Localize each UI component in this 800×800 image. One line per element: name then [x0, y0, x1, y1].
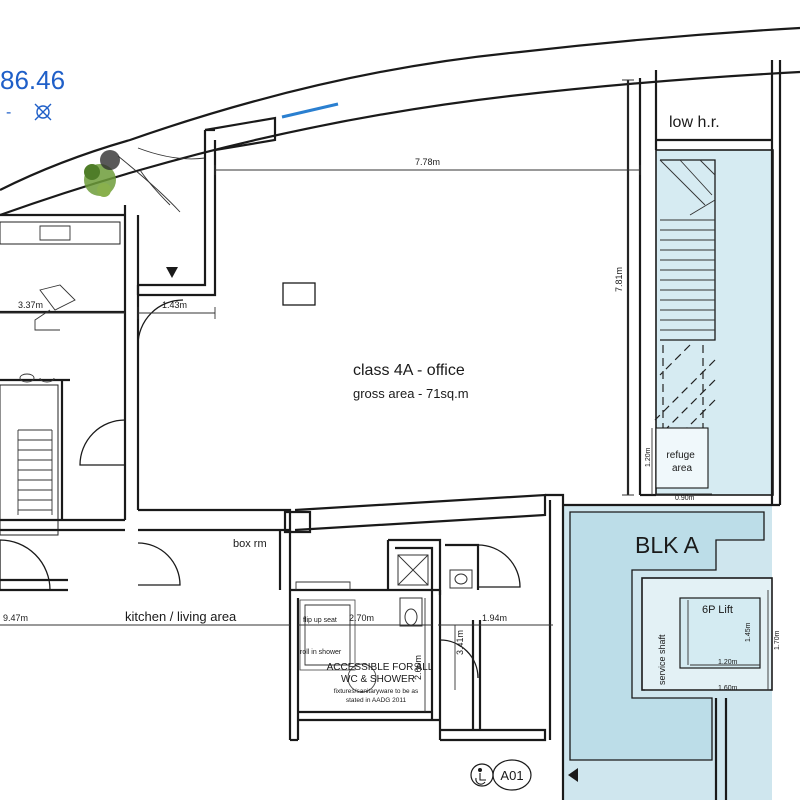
dim-office-depth: 7.81m	[614, 267, 624, 292]
dimension-lines	[0, 79, 770, 712]
dim-lift-inner-depth: 1.45m	[745, 622, 752, 642]
office-area: gross area - 71sq.m	[353, 386, 469, 401]
roll-in-shower-label: roll in shower	[300, 649, 342, 656]
dim-entry-width: 1.43m	[162, 300, 187, 310]
refuge-area-box	[655, 427, 709, 489]
low-headroom-label: low h.r.	[669, 114, 720, 131]
dimension-labels: 7.78m 7.81m 1.43m 3.37m 9.47m 2.70m 2.60…	[3, 157, 781, 692]
accessible-symbol-icon	[470, 763, 494, 787]
level-value: 86.46	[0, 65, 65, 95]
tree-icon	[84, 150, 120, 197]
dim-lift-outer-width: 1.60m	[718, 685, 738, 692]
box-room-label: box rm	[233, 538, 267, 550]
doors	[0, 299, 521, 679]
dim-bedroom-width: 3.37m	[18, 300, 43, 310]
dim-lift-inner-width: 1.20m	[718, 659, 738, 666]
dim-refuge-depth: 1.20m	[645, 447, 652, 467]
section-ref-label: A01	[500, 768, 523, 783]
dim-hall-width: 1.94m	[482, 613, 507, 623]
service-shaft-label: service shaft	[657, 634, 667, 685]
refuge-label: refuge area	[666, 450, 697, 474]
dim-wc-depth: 2.60m	[413, 655, 423, 680]
wc-title: ACCESSIBLE FOR ALL	[327, 662, 434, 673]
level-cross-icon	[34, 103, 52, 121]
kitchen-label: kitchen / living area	[125, 609, 237, 624]
wc-note-1: fixtures/sanitaryware to be as	[334, 688, 419, 695]
step-up-seat-label: flip up seat	[303, 617, 337, 624]
office-fixtures	[166, 267, 316, 306]
dim-lift-outer-depth: 1.70m	[774, 630, 781, 650]
wc-fixtures	[295, 554, 473, 693]
level-marker: 86.46 -	[0, 65, 65, 121]
room-labels: class 4A - office gross area - 71sq.m lo…	[125, 114, 733, 704]
refuge-label-line1: refuge	[666, 450, 695, 461]
dim-office-width: 7.78m	[415, 157, 440, 167]
dim-wc-width: 2.70m	[349, 613, 374, 623]
dim-refuge-width: 0.90m	[675, 495, 695, 502]
wc-note-2: stated in AADG 2011	[346, 697, 407, 704]
stairs	[654, 159, 716, 455]
office-name: class 4A - office	[353, 362, 465, 379]
dim-hall-depth: 3.41m	[455, 630, 465, 655]
refuge-label-line2: area	[672, 463, 692, 474]
level-dash: -	[6, 104, 11, 121]
block-label: BLK A	[635, 532, 700, 558]
core-shading	[563, 149, 774, 800]
lift-label: 6P Lift	[702, 604, 733, 616]
wc-subtitle: WC & SHOWER	[341, 674, 415, 685]
section-tag: A01	[492, 759, 578, 791]
left-furniture	[0, 221, 121, 536]
dim-kitchen-width: 9.47m	[3, 613, 28, 623]
